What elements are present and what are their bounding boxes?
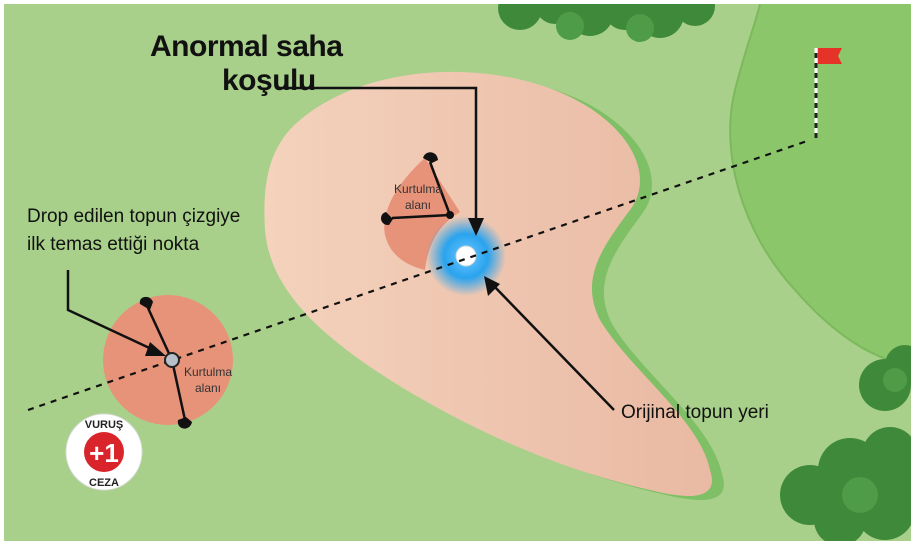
title-line1: Anormal saha [150, 30, 343, 63]
penalty-badge-top: VURUŞ [85, 419, 124, 431]
penalty-badge-bottom: CEZA [89, 477, 119, 489]
drop-point [165, 353, 179, 367]
drop-point-label-line1: Drop edilen topun çizgiye [27, 206, 240, 227]
penalty-badge-value: +1 [89, 438, 119, 468]
penalty-badge: VURUŞ +1 CEZA [66, 414, 142, 490]
relief-reference-point [446, 211, 454, 219]
relief-area-drop-label-line2: alanı [195, 381, 221, 395]
drop-point-label-line2: ilk temas ettiği nokta [27, 234, 200, 255]
relief-area-bunker-label-line2: alanı [405, 198, 431, 212]
title-line2: koşulu [222, 64, 316, 97]
relief-area-bunker-label-line1: Kurtulma [394, 182, 442, 196]
relief-area-drop-label-line1: Kurtulma [184, 365, 232, 379]
original-ball-label: Orijinal topun yeri [621, 402, 769, 423]
